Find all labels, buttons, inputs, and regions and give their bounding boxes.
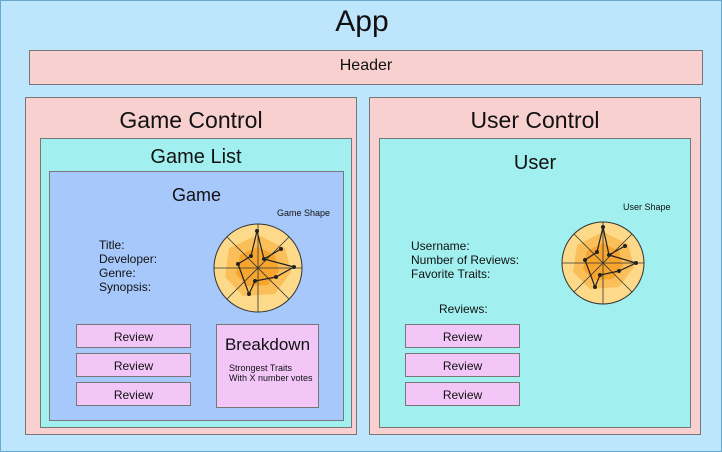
review-label: Review — [113, 359, 154, 373]
user-field-favorite-traits: Favorite Traits: — [411, 267, 491, 281]
user-radar-chart — [561, 221, 645, 305]
user-review-button-2[interactable]: Review — [405, 353, 520, 377]
user-field-username: Username: — [411, 239, 470, 253]
game-shape-label: Game Shape — [277, 208, 331, 218]
user-shape-label: User Shape — [623, 202, 671, 212]
breakdown-title: Breakdown — [224, 335, 311, 354]
review-label: Review — [442, 388, 483, 402]
game-field-synopsis: Synopsis: — [99, 280, 152, 294]
app-title: App — [335, 5, 389, 38]
breakdown-panel: Breakdown Strongest Traits With X number… — [216, 324, 319, 408]
user-reviews-label: Reviews: — [439, 302, 488, 316]
user-control-title: User Control — [470, 107, 600, 133]
game-review-button-2[interactable]: Review — [76, 353, 191, 377]
game-list-title: Game List — [150, 146, 242, 168]
game-control-title: Game Control — [119, 107, 263, 133]
game-radar-chart — [213, 223, 303, 313]
review-label: Review — [113, 330, 154, 344]
user-review-button-3[interactable]: Review — [405, 382, 520, 406]
game-review-button-3[interactable]: Review — [76, 382, 191, 406]
breakdown-line-1: Strongest Traits — [229, 363, 293, 373]
header-label: Header — [339, 57, 393, 74]
game-field-genre: Genre: — [99, 266, 136, 280]
user-field-review-count: Number of Reviews: — [411, 253, 520, 267]
breakdown-line-2: With X number votes — [229, 373, 313, 383]
game-field-title: Title: — [99, 238, 125, 252]
user-title: User — [513, 152, 557, 174]
game-review-button-1[interactable]: Review — [76, 324, 191, 348]
game-title: Game — [171, 185, 222, 205]
header-box: Header — [29, 50, 703, 85]
game-field-developer: Developer: — [99, 252, 158, 266]
review-label: Review — [442, 359, 483, 373]
user-review-button-1[interactable]: Review — [405, 324, 520, 348]
review-label: Review — [113, 388, 154, 402]
review-label: Review — [442, 330, 483, 344]
